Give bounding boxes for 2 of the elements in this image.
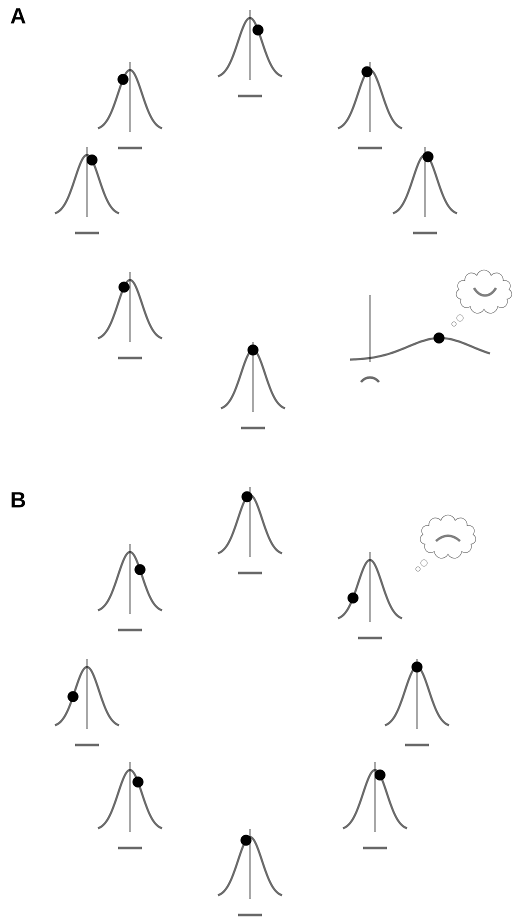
panel-label: A [10, 8, 26, 24]
panel-label: B [12, 492, 26, 508]
